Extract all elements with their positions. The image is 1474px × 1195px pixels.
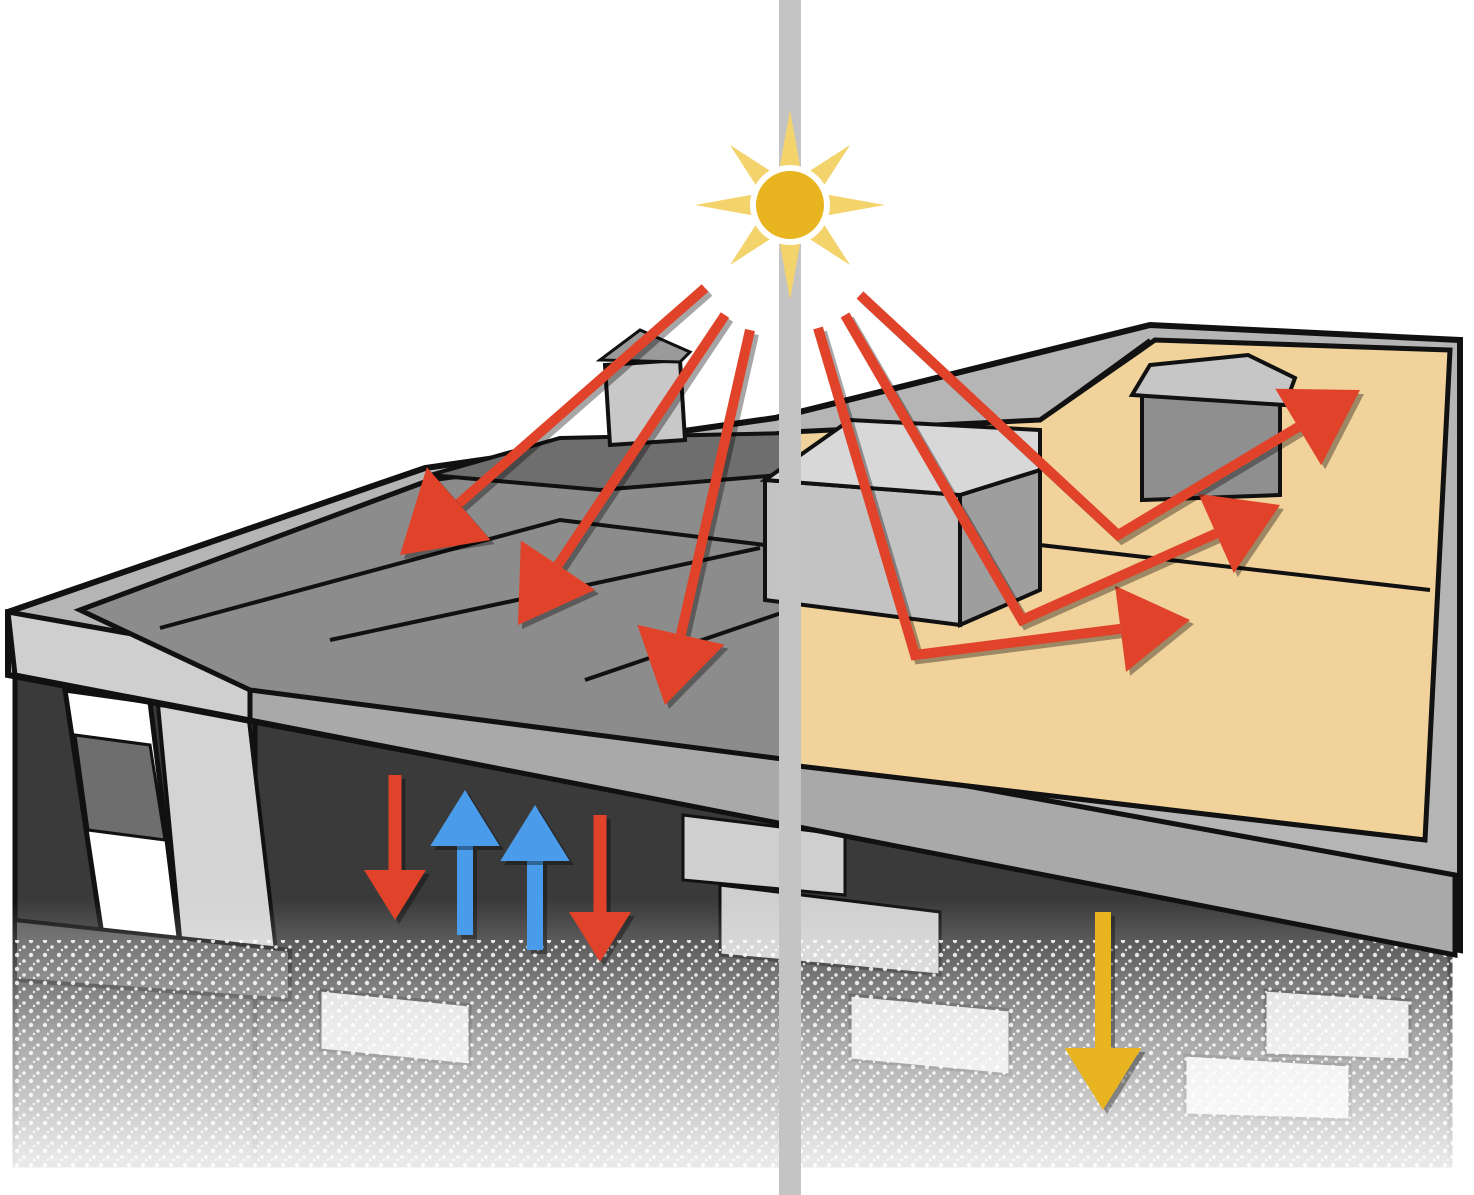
arrow-down-icon (364, 775, 430, 924)
comparison-divider (779, 0, 801, 1195)
arrow-up-icon (500, 805, 574, 954)
arrow-icon (840, 312, 1284, 631)
absorbed-sunlight-arrows (400, 284, 759, 709)
sun-ray (695, 194, 754, 216)
arrow-icon (400, 284, 713, 559)
building-walls (0, 657, 1474, 1195)
heat-flow-arrows (364, 775, 1146, 1114)
arrow-icon (518, 312, 734, 629)
sun-ray (808, 223, 851, 266)
rooftop-box-top (1128, 352, 1298, 408)
sun-ray (729, 223, 772, 266)
reflected-sunlight-arrows (813, 291, 1364, 676)
left-wall-window-pane (73, 733, 167, 842)
sun-core (756, 171, 824, 239)
arrow-down-icon (1064, 912, 1146, 1114)
sun-ray (779, 110, 801, 169)
divider-line (779, 0, 801, 1195)
arrow-icon (856, 291, 1364, 546)
arrow-icon (637, 328, 759, 709)
roof-seam (1038, 338, 1152, 422)
sun-ray (729, 144, 772, 187)
arrow-icon (813, 326, 1194, 676)
arrow-up-icon (430, 790, 504, 939)
arrow-down-icon (569, 815, 635, 966)
roof-seam (159, 517, 791, 630)
hvac-box-top (759, 417, 1042, 498)
sun-icon (695, 110, 885, 300)
sun-ray (808, 144, 851, 187)
wall-fade (0, 900, 1474, 1195)
sun-ray (826, 194, 885, 216)
sun-ray (779, 241, 801, 300)
